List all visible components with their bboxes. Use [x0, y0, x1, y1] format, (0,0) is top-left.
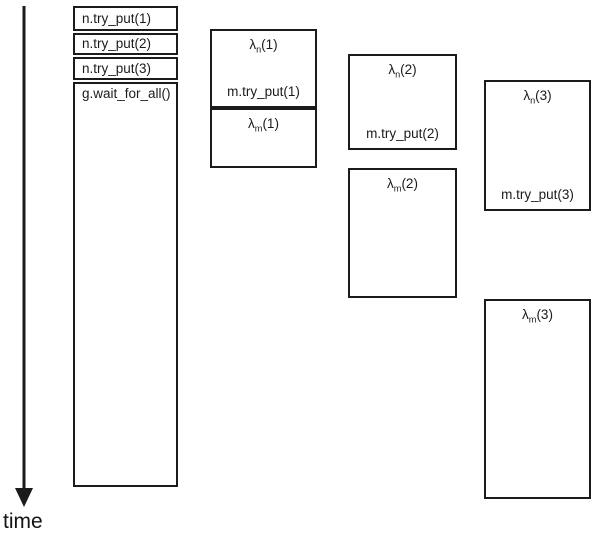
lambda-n2-label: λn(2) [350, 62, 455, 80]
lambda-subscript: m [254, 123, 263, 134]
lambda-symbol: λ [388, 62, 396, 77]
task-lambda-n3-box: λn(3) m.try_put(3) [484, 80, 591, 211]
try-put-1-label: n.try_put(1) [82, 10, 152, 26]
main-thread-try-put-2-box: n.try_put(2) [73, 33, 178, 55]
lambda-arg: (2) [400, 62, 417, 77]
lambda-subscript: m [528, 314, 537, 325]
m-try-put-1-label: m.try_put(1) [227, 84, 300, 99]
lambda-symbol: λ [523, 88, 531, 103]
lambda-symbol: λ [522, 307, 529, 322]
lambda-arg: (1) [261, 37, 278, 52]
lambda-arg: (3) [535, 88, 552, 103]
task-lambda-m2-box: λm(2) [348, 168, 457, 298]
lambda-symbol: λ [248, 116, 255, 131]
lambda-arg: (1) [262, 116, 279, 131]
m-try-put-2-label: m.try_put(2) [366, 126, 439, 141]
lambda-arg: (2) [401, 176, 418, 191]
lambda-subscript: n [395, 69, 401, 80]
main-thread-wait-for-all-box: g.wait_for_all() [73, 82, 178, 487]
task-lambda-n1-box: λn(1) m.try_put(1) [210, 29, 317, 108]
try-put-3-label: n.try_put(3) [82, 60, 152, 76]
time-axis-label: time [3, 510, 43, 533]
lambda-subscript: n [530, 95, 536, 106]
main-thread-try-put-1-box: n.try_put(1) [73, 6, 178, 31]
lambda-m2-label: λm(2) [350, 176, 455, 194]
main-thread-try-put-3-box: n.try_put(3) [73, 57, 178, 80]
lambda-arg: (3) [536, 307, 553, 322]
task-lambda-n2-box: λn(2) m.try_put(2) [348, 54, 457, 150]
time-arrow-icon [15, 6, 33, 507]
lambda-m1-label: λm(1) [212, 116, 315, 134]
lambda-subscript: m [393, 183, 402, 194]
lambda-symbol: λ [249, 37, 257, 52]
lambda-symbol: λ [387, 176, 394, 191]
lambda-n1-label: λn(1) [212, 37, 315, 55]
lambda-n3-label: λn(3) [486, 88, 589, 106]
lambda-subscript: n [256, 44, 262, 55]
lambda-m3-label: λm(3) [486, 307, 589, 325]
m-try-put-3-label: m.try_put(3) [501, 187, 574, 202]
task-lambda-m3-box: λm(3) [484, 299, 591, 499]
wait-for-all-label: g.wait_for_all() [82, 86, 171, 101]
task-lambda-m1-box: λm(1) [210, 108, 317, 168]
try-put-2-label: n.try_put(2) [82, 36, 152, 51]
